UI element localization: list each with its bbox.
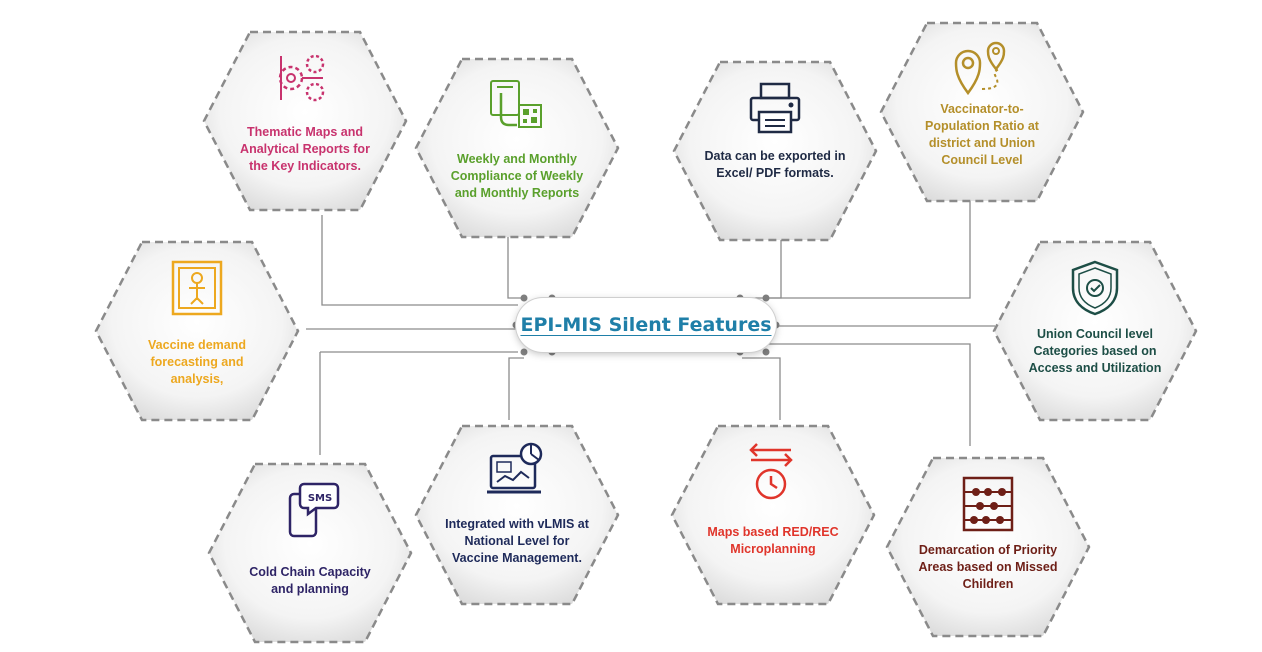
feature-label: Maps based RED/REC Microplanning [707, 525, 839, 556]
feature-label: Vaccine demand forecasting and analysis, [148, 338, 246, 386]
chart-board-icon [171, 260, 223, 316]
gears-icon [278, 54, 325, 102]
connector-line [765, 190, 971, 299]
connector-dot [520, 294, 528, 302]
connector-line [765, 343, 971, 446]
clock-arrows-icon [749, 443, 793, 500]
feature-label: Integrated with vLMIS at National Level … [445, 517, 589, 565]
hexagon-shape [992, 240, 1198, 422]
feature-label: Cold Chain Capacity and planning [249, 565, 371, 596]
svg-text:SMS: SMS [308, 493, 332, 504]
hexagon-shape [885, 456, 1091, 638]
feature-label: Thematic Maps and Analytical Reports for… [240, 125, 370, 173]
qr-scan-icon [490, 80, 542, 128]
hexagon-shape [202, 30, 408, 212]
connector-line [321, 215, 518, 306]
printer-icon [749, 82, 801, 134]
feature-cold-chain: SMS Cold Chain Capacity and planning [205, 458, 415, 648]
sms-phone-icon: SMS [288, 482, 340, 538]
hexagon-shape [414, 424, 620, 606]
hexagon-shape [94, 240, 300, 422]
diagram-title[interactable]: EPI-MIS Silent Features [520, 314, 772, 336]
connector-dot [520, 348, 528, 356]
feature-thematic-maps: Thematic Maps and Analytical Reports for… [200, 26, 410, 216]
feature-data-export: Data can be exported in Excel/ PDF forma… [670, 56, 880, 246]
feature-label: Union Council level Categories based on … [1028, 327, 1162, 375]
map-route-icon [954, 41, 1006, 96]
feature-label: Weekly and Monthly Compliance of Weekly … [450, 152, 584, 200]
connector-dot [762, 348, 770, 356]
connector-line [319, 351, 518, 455]
feature-label: Data can be exported in Excel/ PDF forma… [704, 149, 846, 180]
feature-priority-areas: Demarcation of Priority Areas based on M… [883, 452, 1093, 642]
center-node: EPI-MIS Silent Features [516, 298, 776, 352]
feature-vaccinator-ratio: Vaccinator-to-Population Ratio at distri… [877, 17, 1087, 207]
connector-dot [762, 294, 770, 302]
feature-uc-categories: Union Council level Categories based on … [990, 236, 1200, 426]
shield-check-icon [1071, 260, 1119, 316]
connector-line [742, 357, 781, 420]
hexagon-shape [207, 462, 413, 644]
feature-label: Demarcation of Priority Areas based on M… [918, 543, 1058, 591]
hexagon-shape [414, 57, 620, 239]
laptop-chart-icon [487, 442, 543, 494]
abacus-icon [962, 476, 1014, 532]
feature-vaccine-forecasting: Vaccine demand forecasting and analysis, [92, 236, 302, 426]
feature-weekly-compliance: Weekly and Monthly Compliance of Weekly … [412, 53, 622, 243]
hexagon-shape [672, 60, 878, 242]
connector-line [508, 357, 524, 420]
feature-label: Vaccinator-to-Population Ratio at distri… [925, 102, 1039, 167]
hexagon-shape [879, 21, 1085, 203]
hexagon-shape [670, 424, 876, 606]
connector-line [507, 228, 524, 299]
feature-vlmis: Integrated with vLMIS at National Level … [412, 420, 622, 610]
feature-red-rec: Maps based RED/REC Microplanning [668, 420, 878, 610]
